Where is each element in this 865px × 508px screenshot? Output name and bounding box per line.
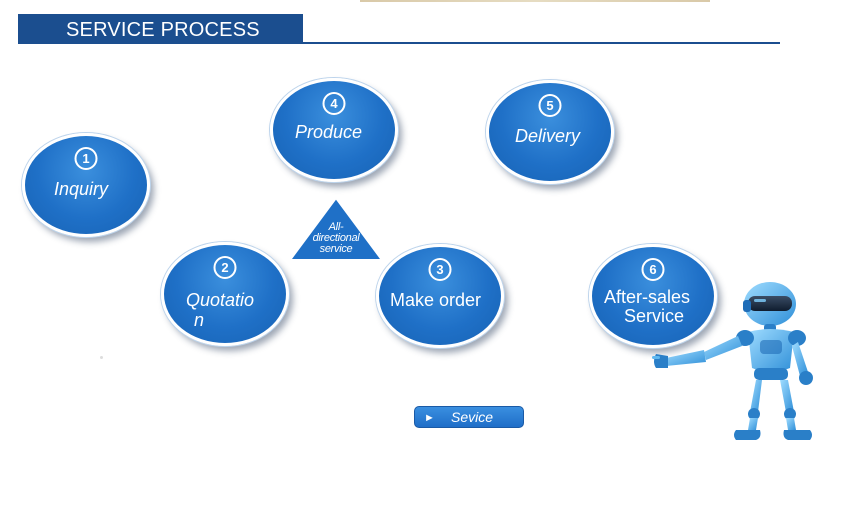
center-label-line3: service [319, 243, 353, 255]
step-3-make-order: 3 Make order [376, 244, 504, 348]
step-label-line1: Quotatio [186, 290, 255, 310]
step-label-line2: n [194, 310, 205, 330]
step-label-line1: After-sales [604, 287, 691, 307]
step-number-badge: 4 [322, 92, 346, 115]
page-title: SERVICE PROCESS [66, 19, 260, 41]
center-label-line2: directional [312, 232, 360, 244]
decorative-dot [100, 356, 103, 359]
center-triangle [288, 196, 384, 261]
step-number-badge: 6 [641, 258, 665, 281]
step-label: Produce [295, 122, 363, 142]
robot-mascot-icon [652, 282, 813, 440]
service-button[interactable]: ► Sevice [414, 406, 524, 428]
header-underline [18, 42, 780, 44]
step-label-line2: Service [624, 306, 685, 326]
step-label: Inquiry [54, 179, 109, 199]
step-4-produce: 4 Produce [270, 78, 398, 182]
header-tab [18, 14, 303, 44]
step-number-badge: 2 [213, 256, 237, 279]
top-decorative-line [360, 0, 710, 2]
step-number-badge: 1 [74, 147, 98, 170]
step-2-quotation: 2 Quotatio n [161, 242, 289, 346]
step-number-badge: 3 [428, 258, 452, 281]
step-1-inquiry: 1 Inquiry [22, 133, 150, 237]
play-arrow-icon: ► [424, 412, 435, 424]
step-label: Make order [390, 290, 482, 310]
step-5-delivery: 5 Delivery [486, 80, 614, 184]
center-label: All- directional service [297, 222, 375, 255]
step-6-after-sales-service: 6 After-sales Service [589, 244, 717, 348]
step-number-badge: 5 [538, 94, 562, 117]
step-label: Delivery [515, 126, 581, 146]
service-button-label: Sevice [451, 409, 494, 425]
center-label-line1: All- [328, 221, 344, 233]
